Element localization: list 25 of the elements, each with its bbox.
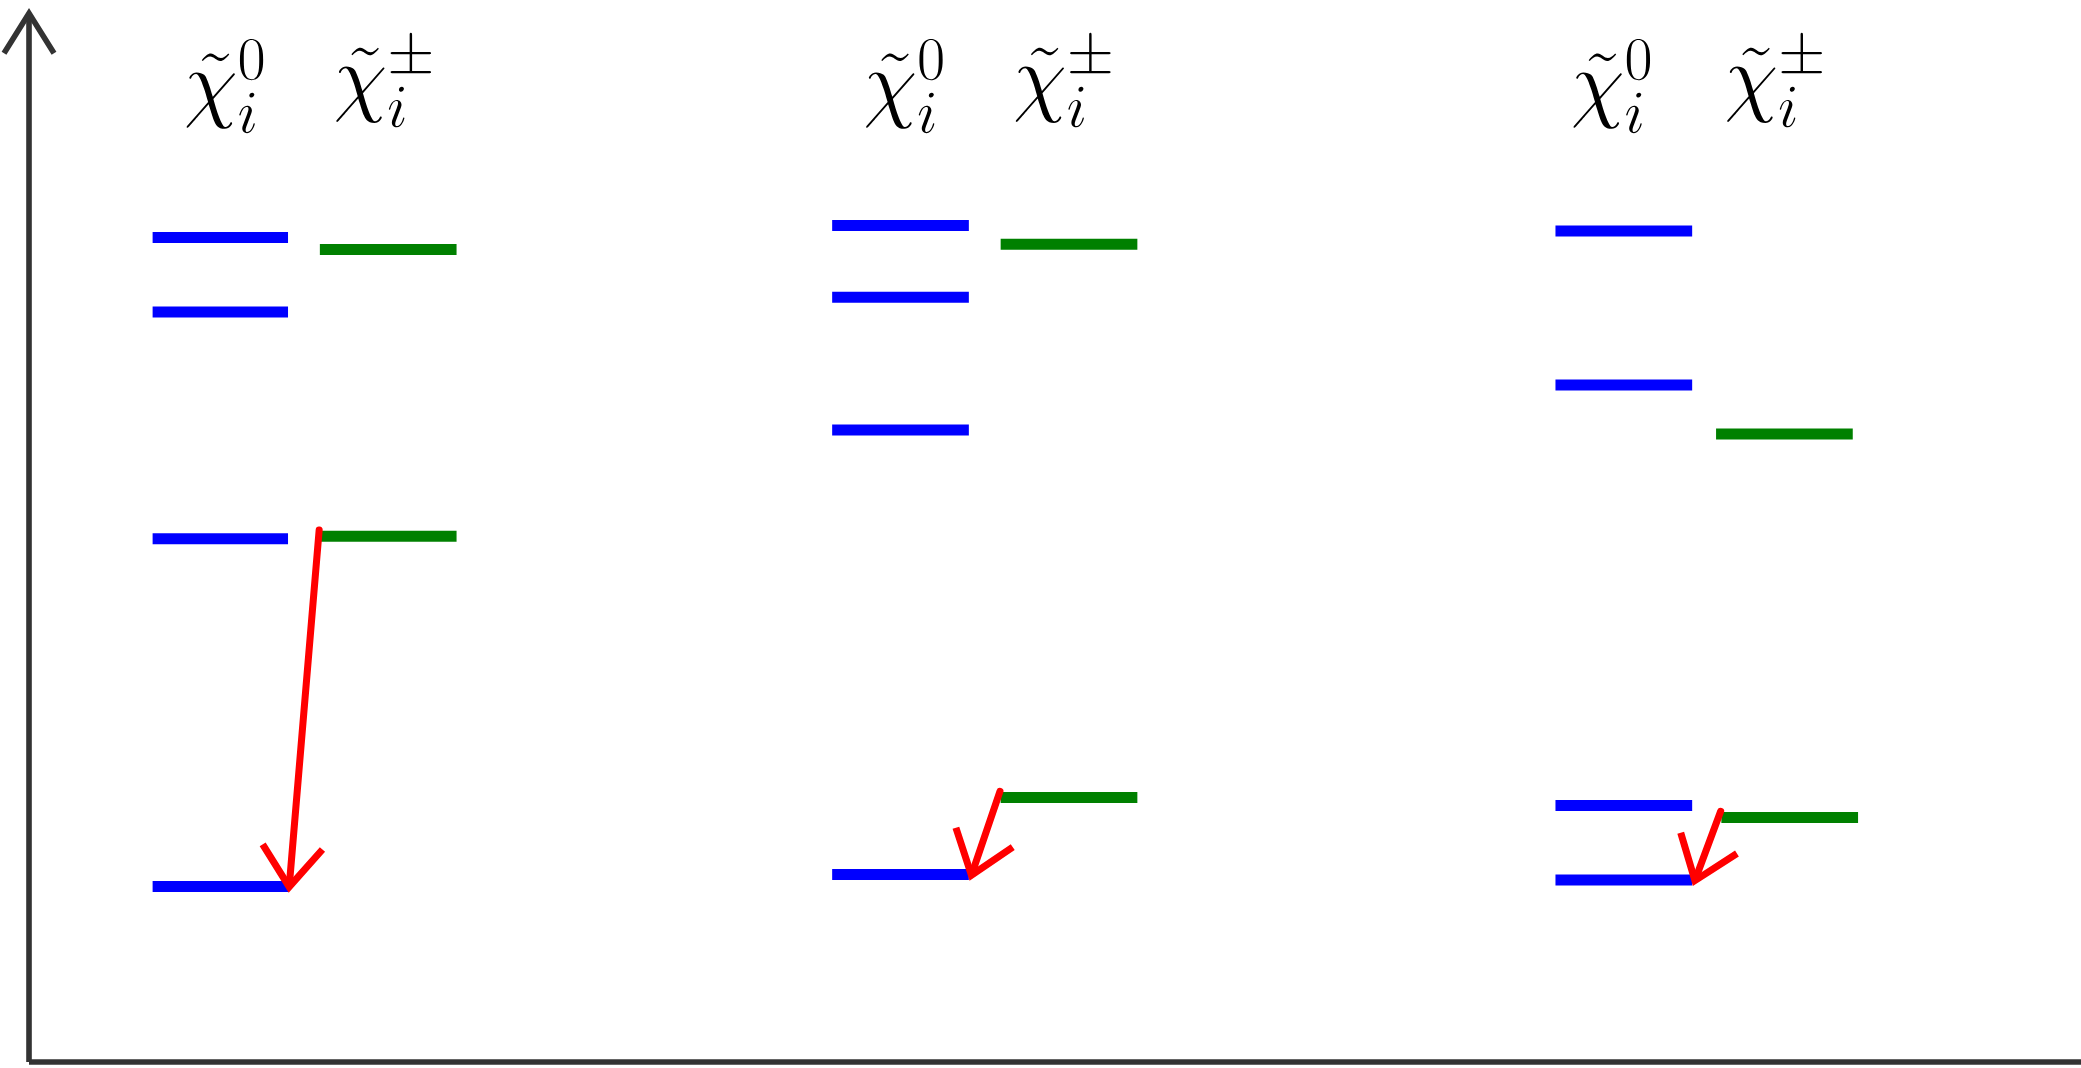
arrow	[259, 526, 326, 893]
energy-level-bar	[1716, 428, 1853, 440]
energy-level-bar	[832, 220, 969, 232]
particle-label: $\tilde{\chi}_i^0$	[186, 39, 264, 134]
particle-label: $\tilde{\chi}_i^\pm$	[336, 32, 432, 128]
particle-label: $\tilde{\chi}_i^\pm$	[1015, 32, 1111, 128]
energy-level-bar	[1555, 874, 1693, 886]
energy-level-bar	[152, 881, 288, 892]
energy-level-bar	[152, 306, 288, 318]
energy-level-bar	[1555, 800, 1693, 812]
energy-level-bar	[1000, 792, 1138, 804]
particle-label: $\tilde{\chi}_i^\pm$	[1727, 32, 1822, 128]
energy-level-bar	[152, 232, 288, 244]
energy-level-bar	[1555, 379, 1693, 391]
energy-level-bar	[832, 291, 969, 303]
energy-level-bar	[319, 244, 457, 255]
energy-level-bar	[319, 530, 457, 542]
energy-level-bar	[832, 424, 969, 436]
energy-level-bar	[1000, 238, 1138, 250]
energy-level-bar	[152, 533, 288, 545]
particle-label: $\tilde{\chi}_i^0$	[1573, 39, 1651, 134]
energy-level-bar	[1721, 812, 1859, 823]
energy-level-bar	[1555, 225, 1693, 237]
particle-label: $\tilde{\chi}_i^0$	[866, 39, 943, 134]
energy-level-bar	[832, 869, 969, 881]
